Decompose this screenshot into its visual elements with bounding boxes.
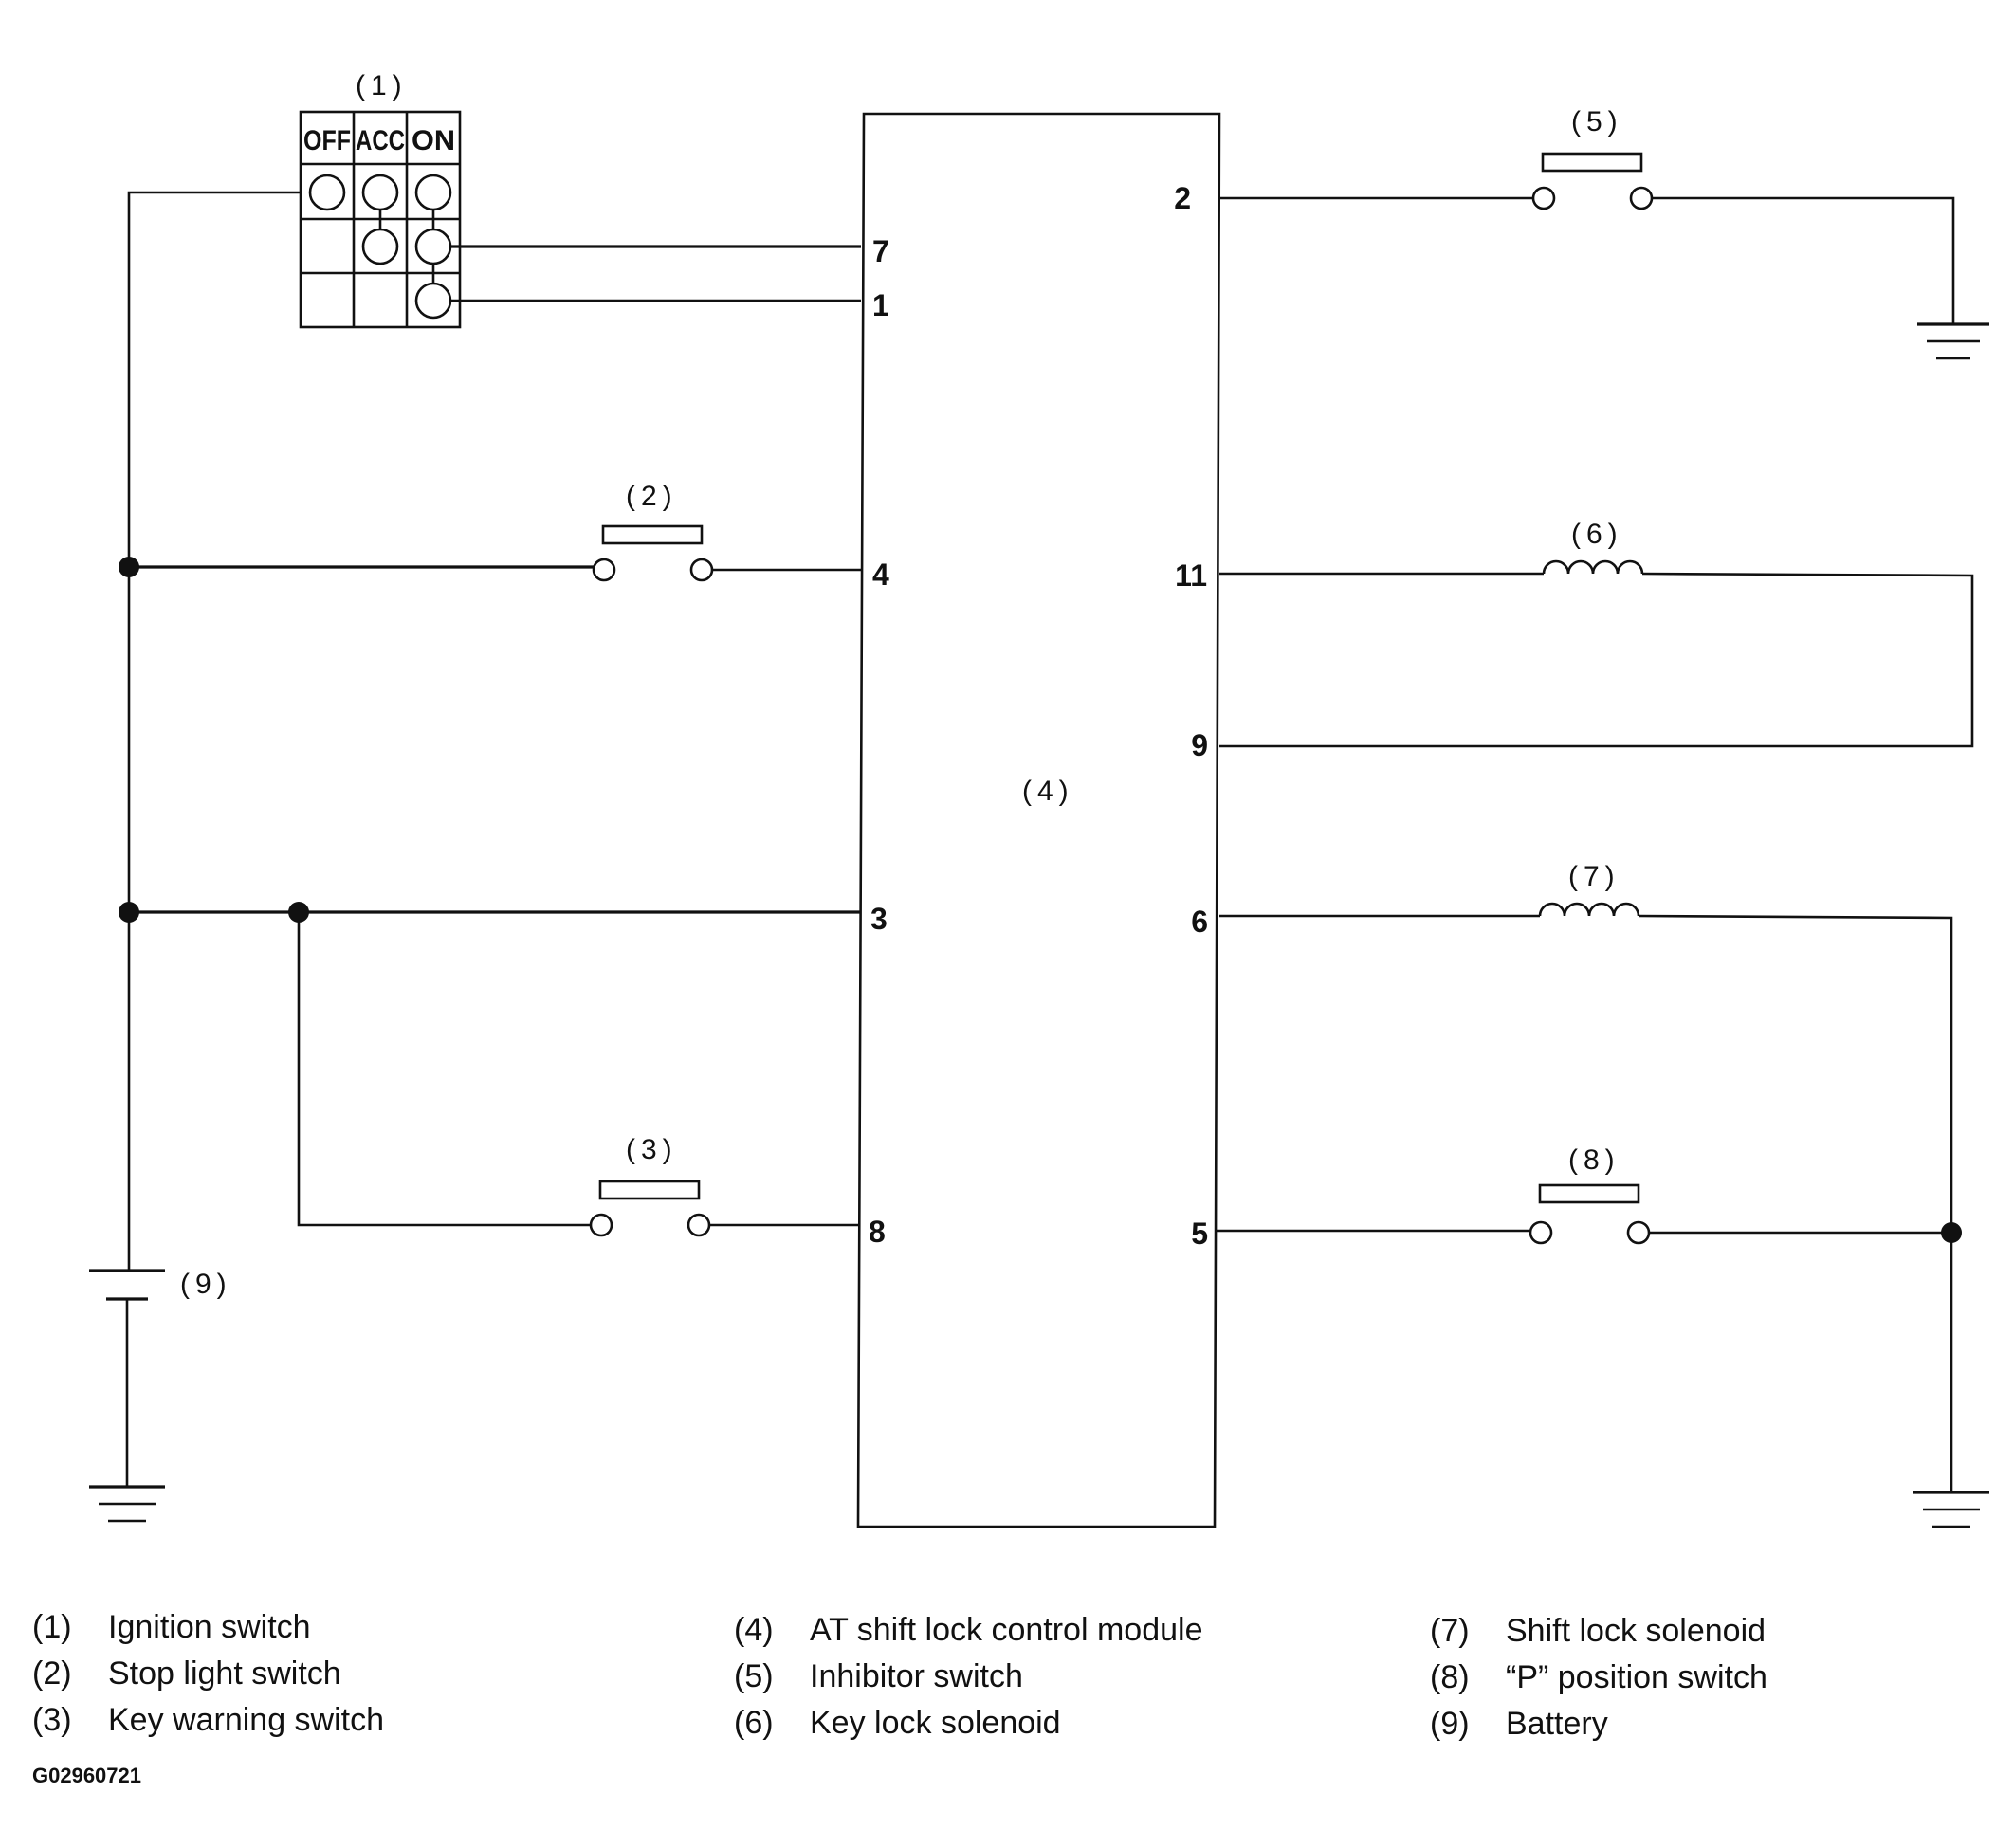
ignition-acc-label: ACC [356,125,405,156]
at-shift-lock-control-module: (4) 7 1 4 3 8 2 11 9 6 5 [856,112,1221,1528]
inhibitor-switch: (5) [1219,106,1989,360]
legend-label: AT shift lock control module [810,1612,1202,1648]
junction-dot [1941,1222,1962,1243]
legend-label: Battery [1506,1706,1608,1742]
legend-num: (1) [32,1609,72,1645]
shift-lock-solenoid: (7) [1219,861,1953,1492]
shift-lock-solenoid-ref: (7) [1568,861,1620,892]
figure-code: G02960721 [32,1764,141,1787]
pin-5: 5 [1191,1217,1208,1251]
legend-label: Inhibitor switch [810,1658,1023,1694]
legend-label: Key warning switch [108,1702,384,1738]
ignition-on-label: ON [412,125,455,156]
ignition-switch-ref: (1) [356,70,408,101]
pin-8: 8 [869,1215,886,1249]
battery-supply-wiring [119,191,861,1271]
pin-2: 2 [1174,181,1191,215]
legend-label: “P” position switch [1506,1659,1767,1695]
p-position-switch: (8) [1216,1144,1989,1528]
module-ref: (4) [1022,776,1074,807]
inhibitor-switch-ref: (5) [1571,106,1623,137]
junction-dot [119,902,139,923]
legend-num: (2) [32,1656,72,1692]
p-position-switch-ref: (8) [1568,1144,1620,1176]
legend-num: (9) [1430,1706,1470,1742]
pin-7: 7 [872,234,889,268]
legend-num: (4) [734,1612,774,1648]
ignition-switch: (1) OFF ACC ON [299,70,462,329]
pin-1: 1 [872,288,889,322]
pin-6: 6 [1191,905,1208,939]
legend-num: (6) [734,1705,774,1741]
legend-label: Shift lock solenoid [1506,1613,1766,1649]
pin-9: 9 [1191,728,1208,762]
ignition-off-label: OFF [303,125,351,156]
key-warning-switch: (3) [589,1134,858,1237]
key-warning-switch-ref: (3) [626,1134,678,1165]
key-lock-solenoid: (6) [1219,519,1974,748]
junction-dot [119,557,139,577]
pin-11: 11 [1175,558,1207,593]
pin-4: 4 [872,558,889,592]
legend-label: Ignition switch [108,1609,311,1645]
stop-light-switch-ref: (2) [626,481,678,512]
legend-label: Stop light switch [108,1656,341,1692]
pin-3: 3 [870,902,888,936]
key-lock-solenoid-ref: (6) [1571,519,1623,550]
legend-num: (3) [32,1702,72,1738]
legend-num: (7) [1430,1613,1470,1649]
battery: (9) [89,1269,232,1523]
battery-ref: (9) [180,1269,232,1300]
legend: (1) Ignition switch (2) Stop light switc… [32,1609,1767,1742]
legend-num: (5) [734,1658,774,1694]
legend-num: (8) [1430,1659,1470,1695]
stop-light-switch: (2) [592,481,861,582]
legend-label: Key lock solenoid [810,1705,1061,1741]
junction-dot [288,902,309,923]
